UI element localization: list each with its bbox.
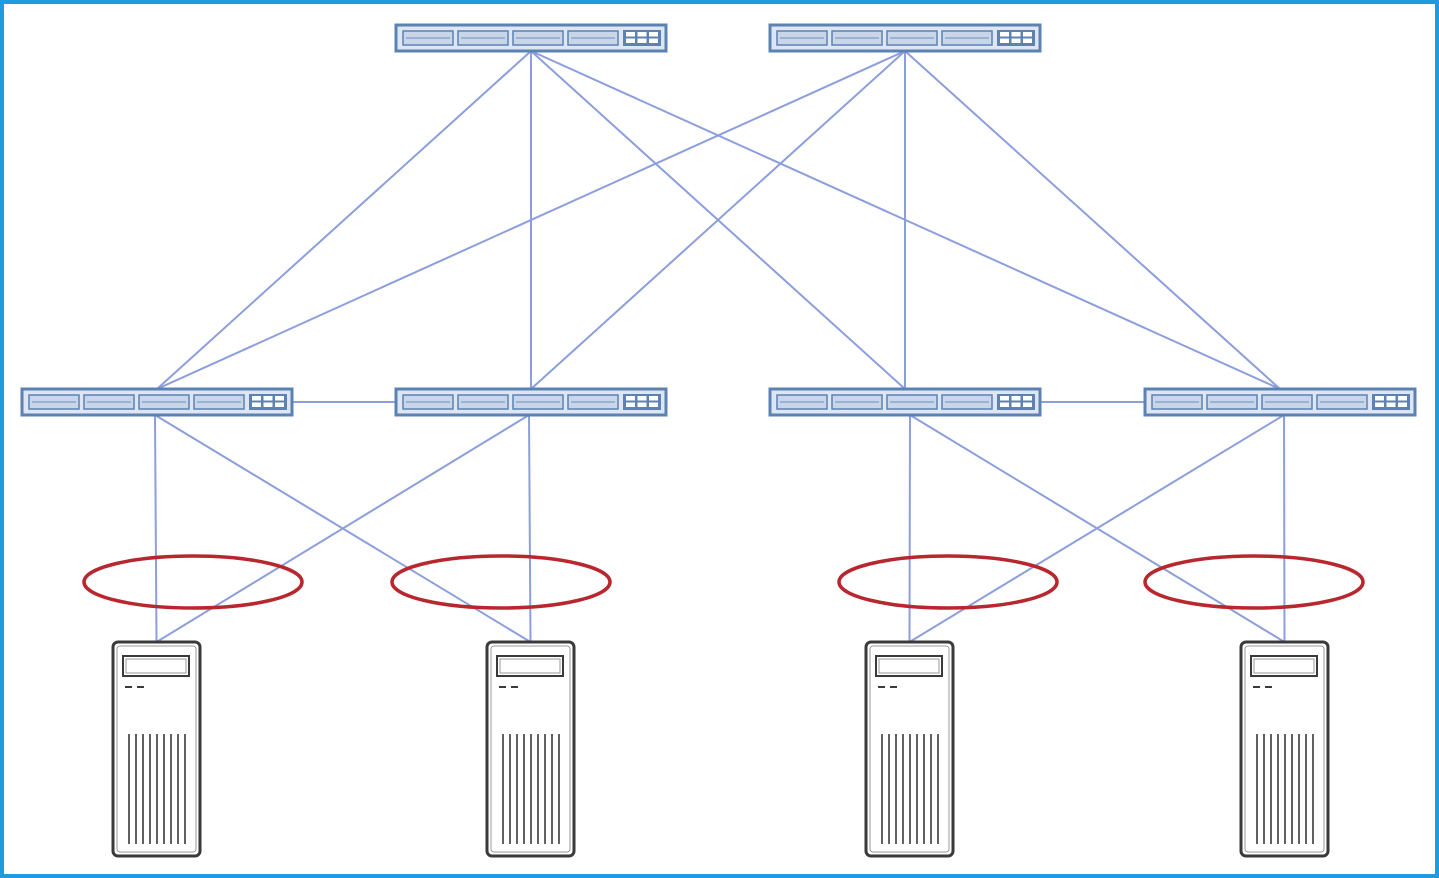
server-link-leaf-4-server-3 [908,414,1285,643]
server-tower-2[interactable] [485,640,576,858]
uplink-spine-2-leaf-1 [156,50,906,390]
link-bundle-ring-3 [837,554,1059,610]
leaf-switch-2[interactable] [394,387,668,417]
server-link-leaf-4-server-4 [1283,414,1286,643]
spine-switch-1[interactable] [394,23,668,53]
server-layer [111,640,1330,858]
uplink-spine-2-leaf-2 [530,50,906,390]
spine-switch-2[interactable] [768,23,1042,53]
ring-layer [82,554,1365,610]
leaf-switch-1[interactable] [20,387,294,417]
server-tower-1[interactable] [111,640,202,858]
leaf-switch-3[interactable] [768,387,1042,417]
drive-bay [875,655,943,677]
server-link-leaf-2-server-1 [155,414,530,643]
server-tower-3[interactable] [864,640,955,858]
link-bundle-ring-4 [1143,554,1365,610]
drive-bay [1250,655,1318,677]
drive-bay [122,655,190,677]
link-bundle-ring-2 [390,554,612,610]
server-link-leaf-2-server-2 [528,414,532,643]
leaf-switch-4[interactable] [1143,387,1417,417]
switch-layer [20,23,1417,417]
drive-bay [496,655,564,677]
uplink-spine-1-leaf-1 [156,50,532,390]
server-link-leaf-3-server-3 [908,414,911,643]
uplink-spine-2-leaf-4 [904,50,1281,390]
link-bundle-ring-1 [82,554,304,610]
server-tower-4[interactable] [1239,640,1330,858]
links-layer [154,50,1286,643]
server-link-leaf-1-server-1 [154,414,158,643]
